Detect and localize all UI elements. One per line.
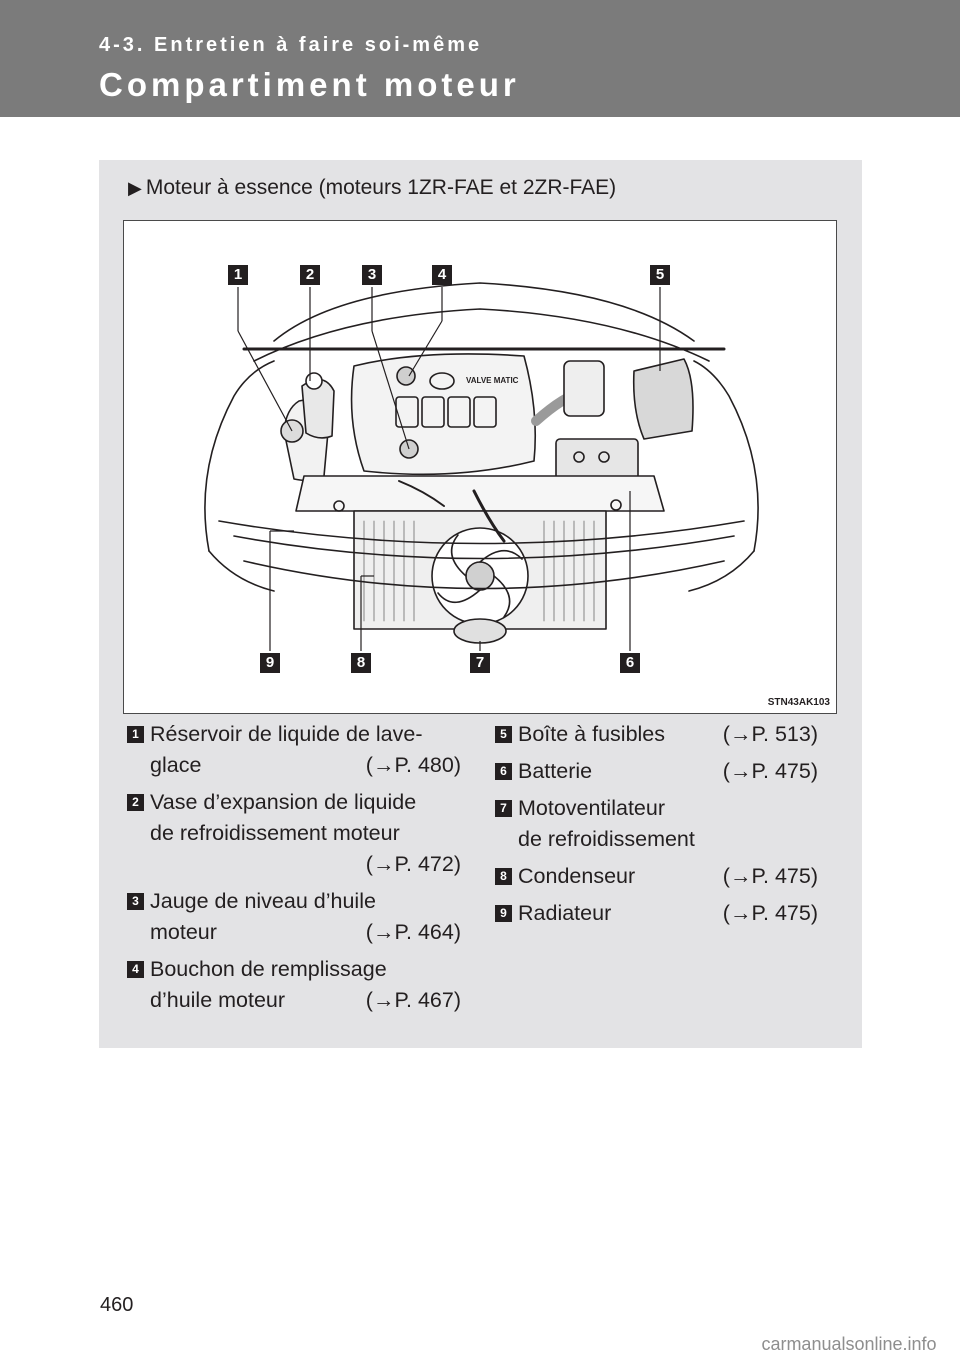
legend-item-4: 4 Bouchon de remplissage d’huile moteur (… [127,954,461,1016]
legend-text: Réservoir de liquide de lave- [150,722,423,746]
page-title: Compartiment moteur [99,66,520,103]
legend-number: 9 [495,905,512,922]
callout-2: 2 [300,265,320,285]
legend-text: Jauge de niveau d’huile [150,889,376,913]
engine-type-text: Moteur à essence (moteurs 1ZR-FAE et 2ZR… [145,176,617,199]
engine-type-label: ▶Moteur à essence (moteurs 1ZR-FAE et 2Z… [128,176,616,200]
legend-number: 6 [495,763,512,780]
legend-text: Radiateur [518,901,612,925]
legend-text: Condenseur [518,864,636,888]
cover-text: VALVE MATIC [466,376,519,385]
callout-9: 9 [260,653,280,673]
legend-item-9: 9 Radiateur (→P. 475) [495,898,818,929]
legend-column-right: 5 Boîte à fusibles (→P. 513) 6 Batterie (→… [495,714,818,929]
callout-7: 7 [470,653,490,673]
engine-bay-illustration: VALVE MATIC 1 2 3 4 5 6 7 8 9 STN43AK103 [123,220,837,714]
legend-item-3: 3 Jauge de niveau d’huile moteur (→P. 464… [127,886,461,948]
legend-item-5: 5 Boîte à fusibles (→P. 513) [495,719,818,750]
legend-text: Bouchon de remplissage [150,957,387,981]
legend-text: de refroidissement moteur [150,821,400,845]
legend-text: glace [150,753,202,777]
legend: 1 Réservoir de liquide de lave- glace (→P… [110,714,836,1024]
page-number: 460 [100,1294,134,1316]
legend-number: 5 [495,726,512,743]
callout-8: 8 [351,653,371,673]
page-reference: (→P. 475) [722,864,818,888]
watermark: carmanualsonline.info [738,1326,960,1362]
hood-edge [273,282,695,342]
page-reference: (→P. 475) [722,759,818,783]
legend-number: 2 [127,794,144,811]
legend-number: 7 [495,800,512,817]
chapter-header: 4-3. Entretien à faire soi-même Comparti… [0,0,960,117]
page-reference: (→P. 472) [365,852,461,876]
legend-text: Vase d’expansion de liquide [150,790,417,814]
legend-item-8: 8 Condenseur (→P. 475) [495,861,818,892]
legend-number: 1 [127,726,144,743]
legend-text: Boîte à fusibles [518,722,666,746]
triangle-right-icon: ▶ [128,178,142,198]
legend-text: Batterie [518,759,593,783]
legend-text: d’huile moteur [150,988,286,1012]
page-reference: (→P. 467) [365,988,461,1012]
callout-5: 5 [650,265,670,285]
legend-item-2: 2 Vase d’expansion de liquide de refroid… [127,787,461,880]
page-reference: (→P. 513) [722,722,818,746]
legend-item-6: 6 Batterie (→P. 475) [495,756,818,787]
legend-text: moteur [150,920,217,944]
legend-text: Motoventilateur [518,796,665,820]
callout-1: 1 [228,265,248,285]
callout-6: 6 [620,653,640,673]
legend-number: 8 [495,868,512,885]
legend-number: 4 [127,961,144,978]
figure-code: STN43AK103 [767,697,830,708]
callout-3: 3 [362,265,382,285]
legend-number: 3 [127,893,144,910]
engine-bay-drawing: VALVE MATIC [204,282,759,651]
page-reference: (→P. 464) [365,920,461,944]
page-reference: (→P. 475) [722,901,818,925]
legend-column-left: 1 Réservoir de liquide de lave- glace (→P… [127,714,461,1016]
callout-4: 4 [432,265,452,285]
page-reference: (→P. 480) [365,753,461,777]
section-label: 4-3. Entretien à faire soi-même [99,34,483,56]
legend-item-1: 1 Réservoir de liquide de lave- glace (→P… [127,719,461,781]
legend-text: de refroidissement [518,827,695,851]
legend-item-7: 7 Motoventilateur de refroidissement [495,793,818,855]
